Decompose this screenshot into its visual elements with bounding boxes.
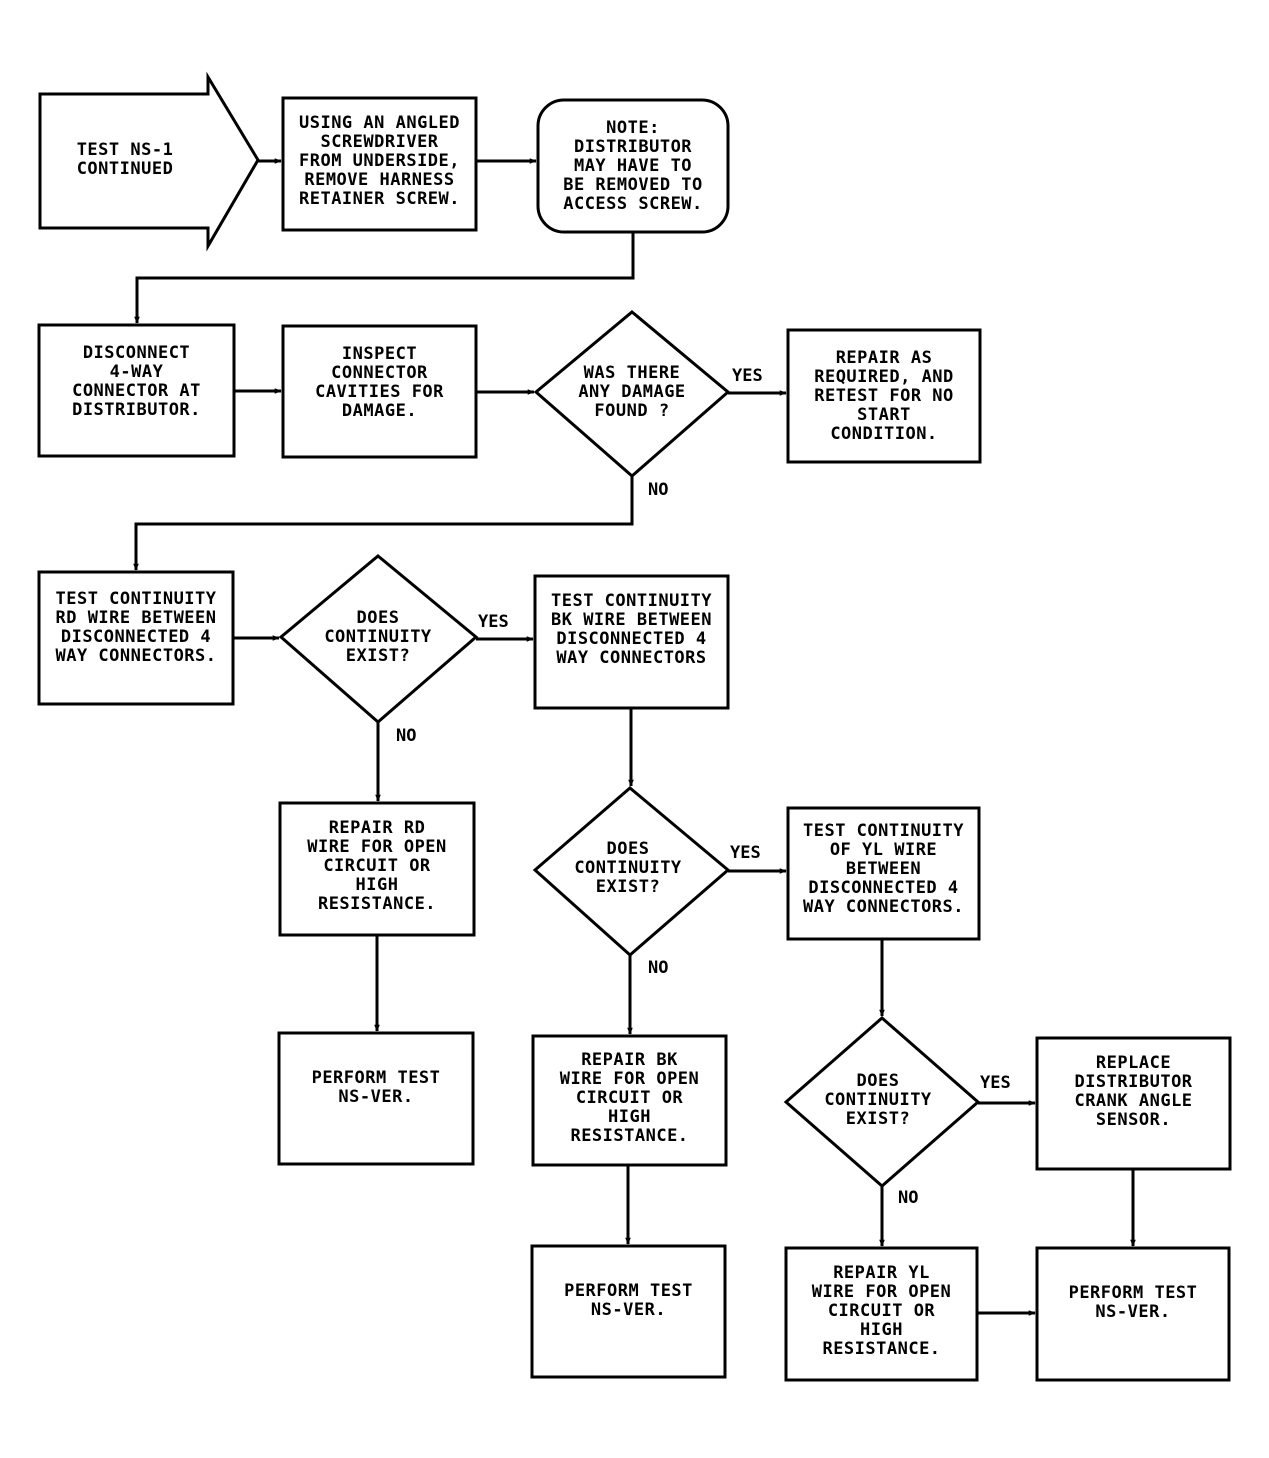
inspect-cavities-label: INSPECT CONNECTOR CAVITIES FOR DAMAGE. [315, 344, 444, 421]
angled-screwdriver-label: USING AN ANGLED SCREWDRIVER FROM UNDERSI… [298, 112, 461, 209]
yl-no-label: NO [898, 1188, 919, 1208]
damage-yes-label: YES [732, 366, 763, 386]
rd-yes-label: YES [478, 612, 509, 632]
angled-screwdriver-box [281, 96, 478, 232]
test-rd-label: TEST CONTINUITY RD WIRE BETWEEN DISCONNE… [55, 589, 217, 666]
bk-no-label: NO [648, 958, 669, 978]
note-distributor-label: NOTE: DISTRIBUTOR MAY HAVE TO BE REMOVED… [563, 117, 703, 214]
start-arrow-shape [38, 71, 260, 252]
perform-yl-label: PERFORM TEST NS-VER. [1068, 1283, 1198, 1322]
rd-no-label: NO [396, 726, 417, 746]
repair-rd-label: REPAIR RD WIRE FOR OPEN CIRCUIT OR HIGH … [307, 817, 447, 914]
replace-sensor-label: REPLACE DISTRIBUTOR CRANK ANGLE SENSOR. [1074, 1053, 1193, 1130]
rd-continuity-label: DOES CONTINUITY EXIST? [324, 607, 432, 666]
repair-yl-label: REPAIR YL WIRE FOR OPEN CIRCUIT OR HIGH … [811, 1262, 952, 1359]
repair-retest-box [786, 328, 982, 464]
yl-yes-label: YES [980, 1073, 1011, 1093]
edge-note-to-disconnect [134, 232, 635, 324]
disconnect-4way-label: DISCONNECT 4-WAY CONNECTOR AT DISTRIBUTO… [72, 343, 201, 420]
perform-rd-label: PERFORM TEST NS-VER. [311, 1068, 441, 1107]
edge-damage-no [133, 476, 634, 571]
bk-continuity-label: DOES CONTINUITY EXIST? [574, 838, 682, 897]
start-label: TEST NS-1 CONTINUED [76, 140, 174, 179]
yl-continuity-label: DOES CONTINUITY EXIST? [824, 1070, 932, 1129]
test-bk-label: TEST CONTINUITY BK WIRE BETWEEN DISCONNE… [550, 591, 713, 668]
damage-no-label: NO [648, 480, 669, 500]
damage-found-label: WAS THERE ANY DAMAGE FOUND ? [578, 362, 686, 421]
perform-bk-label: PERFORM TEST NS-VER. [564, 1281, 693, 1320]
perform-rd-box [277, 1031, 475, 1166]
bk-yes-label: YES [730, 843, 761, 863]
test-yl-label: TEST CONTINUITY OF YL WIRE BETWEEN DISCO… [802, 820, 965, 917]
perform-yl-box [1035, 1246, 1231, 1382]
repair-bk-label: REPAIR BK WIRE FOR OPEN CIRCUIT OR HIGH … [559, 1049, 700, 1146]
repair-retest-label: REPAIR AS REQUIRED, AND RETEST FOR NO ST… [814, 347, 954, 444]
perform-bk-box [530, 1244, 727, 1379]
